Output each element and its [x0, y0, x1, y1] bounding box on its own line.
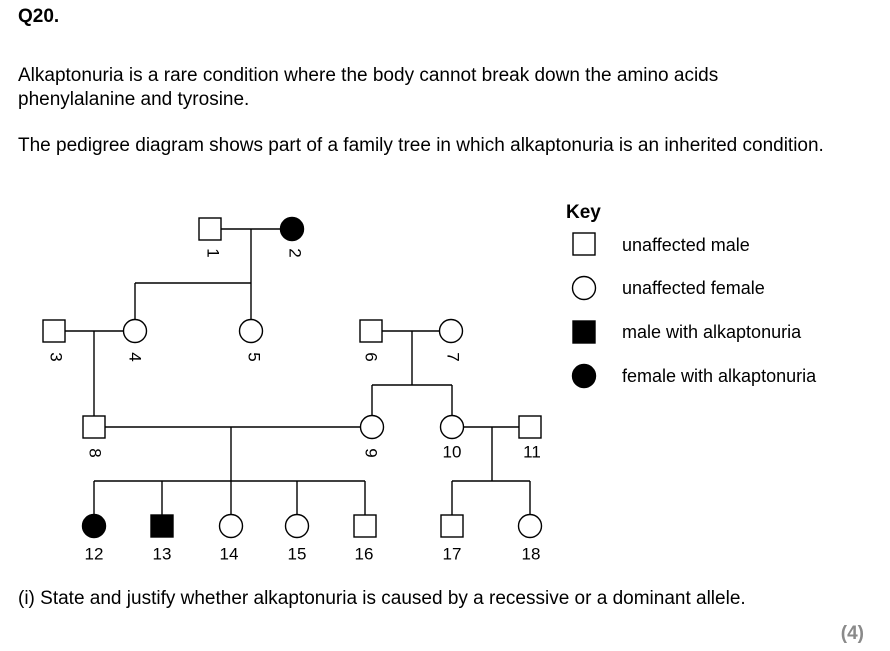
key-affected-female-icon — [571, 363, 597, 389]
unaffected-male-individual-6 — [359, 319, 383, 343]
marks-available: (4) — [840, 623, 864, 644]
individual-label-4: 4 — [126, 352, 145, 361]
individual-label-14: 14 — [220, 544, 239, 563]
individual-label-3: 3 — [47, 352, 66, 361]
unaffected-female-individual-18 — [517, 513, 543, 539]
unaffected-male-individual-1 — [198, 217, 222, 241]
intro-paragraph-2: The pedigree diagram shows part of a fam… — [18, 135, 824, 156]
unaffected-female-individual-4 — [122, 318, 148, 344]
unaffected-male-individual-17 — [440, 514, 464, 538]
key-title: Key — [566, 202, 601, 223]
affected-female-individual-12 — [81, 513, 107, 539]
pedigree-lines — [65, 228, 531, 515]
key-label-unaffected-male: unaffected male — [622, 235, 750, 255]
key-label-unaffected-female: unaffected female — [622, 278, 765, 298]
individual-label-1: 1 — [204, 248, 223, 257]
unaffected-male-individual-11 — [518, 415, 542, 439]
unaffected-female-individual-14 — [218, 513, 244, 539]
key-label-affected-male: male with alkaptonuria — [622, 322, 802, 342]
unaffected-female-individual-15 — [284, 513, 310, 539]
key-label-affected-female: female with alkaptonuria — [622, 366, 817, 386]
affected-female-individual-2 — [279, 216, 305, 242]
key-unaffected-male-icon — [572, 232, 596, 256]
individual-label-5: 5 — [245, 352, 264, 361]
individual-label-15: 15 — [288, 544, 307, 563]
question-part-i: (i) State and justify whether alkaptonur… — [18, 588, 746, 609]
individual-label-17: 17 — [443, 544, 462, 563]
unaffected-male-individual-3 — [42, 319, 66, 343]
unaffected-female-individual-9 — [359, 414, 385, 440]
key-affected-male-icon — [572, 320, 596, 344]
unaffected-female-individual-5 — [238, 318, 264, 344]
unaffected-female-individual-7 — [438, 318, 464, 344]
individual-label-18: 18 — [522, 544, 541, 563]
unaffected-female-individual-10 — [439, 414, 465, 440]
affected-male-individual-13 — [150, 514, 174, 538]
individual-label-8: 8 — [86, 448, 105, 457]
individual-label-13: 13 — [153, 544, 172, 563]
unaffected-male-individual-16 — [353, 514, 377, 538]
question-number: Q20. — [18, 6, 60, 27]
individual-label-16: 16 — [355, 544, 374, 563]
intro-paragraph-1: Alkaptonuria is a rare condition where t… — [18, 65, 719, 110]
unaffected-male-individual-8 — [82, 415, 106, 439]
individual-label-6: 6 — [362, 352, 381, 361]
key-unaffected-female-icon — [571, 275, 597, 301]
key: Key unaffected male unaffected female ma… — [566, 202, 817, 389]
individual-label-7: 7 — [444, 352, 463, 361]
individual-label-12: 12 — [85, 544, 104, 563]
individual-label-10: 10 — [443, 442, 462, 461]
individual-label-2: 2 — [286, 248, 305, 257]
individual-label-9: 9 — [362, 448, 381, 457]
individual-label-11: 11 — [523, 442, 541, 461]
